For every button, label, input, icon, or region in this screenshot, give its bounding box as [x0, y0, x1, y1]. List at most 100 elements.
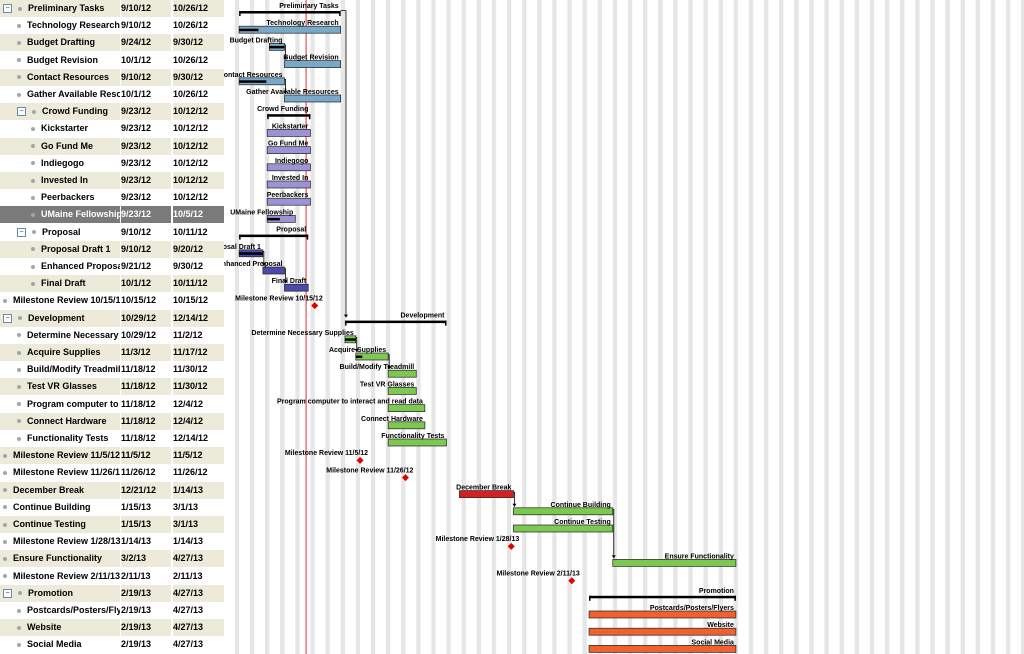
task-start-date[interactable]: 9/23/12	[121, 172, 171, 189]
task-name-cell[interactable]: −Crowd Funding	[0, 103, 120, 121]
task-start-date[interactable]: 10/29/12	[121, 326, 171, 344]
task-end-date[interactable]: 4/27/13	[173, 619, 224, 637]
task-bar[interactable]	[387, 387, 417, 395]
task-name-cell[interactable]: Website	[0, 619, 120, 637]
task-end-date[interactable]: 10/5/12	[173, 206, 224, 224]
task-start-date[interactable]: 10/1/12	[121, 86, 171, 103]
task-end-date[interactable]: 10/26/12	[173, 17, 224, 35]
task-start-date[interactable]: 3/2/13	[121, 550, 171, 568]
task-start-date[interactable]: 11/18/12	[121, 395, 171, 413]
task-start-date[interactable]: 9/23/12	[121, 189, 171, 207]
task-end-date[interactable]: 12/14/12	[173, 430, 224, 447]
task-bar[interactable]	[266, 197, 311, 206]
task-end-date[interactable]: 4/27/13	[173, 584, 224, 602]
task-name-cell[interactable]: Go Fund Me	[0, 137, 120, 155]
task-start-date[interactable]: 9/23/12	[121, 103, 171, 121]
summary-bar[interactable]	[344, 320, 447, 324]
task-start-date[interactable]: 11/18/12	[121, 412, 171, 430]
milestone-diamond-icon[interactable]	[507, 542, 515, 550]
task-end-date[interactable]: 3/1/13	[173, 516, 224, 533]
task-row[interactable]: Postcards/Posters/Flyers2/19/134/27/13	[0, 602, 224, 619]
task-bar[interactable]	[387, 369, 417, 378]
task-start-date[interactable]: 10/29/12	[121, 309, 171, 327]
task-end-date[interactable]: 11/5/12	[173, 447, 224, 465]
task-start-date[interactable]: 9/21/12	[121, 258, 171, 275]
task-bar[interactable]	[284, 60, 341, 68]
task-name-cell[interactable]: Continue Testing	[0, 516, 120, 533]
task-end-date[interactable]: 12/4/12	[173, 395, 224, 413]
milestone-diamond-icon[interactable]	[356, 456, 364, 464]
task-name-cell[interactable]: Determine Necessary Supplies	[0, 326, 120, 344]
task-end-date[interactable]: 4/27/13	[173, 550, 224, 568]
task-name-cell[interactable]: Kickstarter	[0, 120, 120, 138]
collapse-icon[interactable]: −	[3, 4, 12, 14]
summary-bar[interactable]	[239, 11, 341, 14]
task-start-date[interactable]: 12/21/12	[121, 481, 171, 499]
task-start-date[interactable]: 10/15/12	[121, 292, 171, 310]
task-end-date[interactable]: 10/11/12	[173, 223, 224, 241]
task-start-date[interactable]: 11/5/12	[121, 447, 171, 465]
task-name-cell[interactable]: Connect Hardware	[0, 412, 120, 430]
task-end-date[interactable]: 10/26/12	[173, 51, 224, 69]
task-bar[interactable]	[266, 129, 311, 137]
task-name-cell[interactable]: Build/Modify Treadmill	[0, 361, 120, 379]
task-end-date[interactable]: 10/12/12	[173, 154, 224, 172]
collapse-icon[interactable]: −	[3, 313, 12, 323]
task-end-date[interactable]: 12/14/12	[173, 309, 224, 327]
task-end-date[interactable]: 1/14/13	[173, 533, 224, 551]
task-name-cell[interactable]: Budget Drafting	[0, 34, 120, 52]
task-name-cell[interactable]: Milestone Review 1/28/13	[0, 533, 120, 551]
task-name-cell[interactable]: Test VR Glasses	[0, 378, 120, 396]
task-name-cell[interactable]: Final Draft	[0, 275, 120, 293]
task-name-cell[interactable]: −Development	[0, 309, 120, 327]
task-end-date[interactable]: 10/15/12	[173, 292, 224, 310]
task-start-date[interactable]: 2/19/13	[121, 636, 171, 654]
task-start-date[interactable]: 11/18/12	[121, 361, 171, 379]
task-name-cell[interactable]: December Break	[0, 481, 120, 499]
task-end-date[interactable]: 1/14/13	[173, 481, 224, 499]
task-start-date[interactable]: 11/3/12	[121, 344, 171, 361]
task-start-date[interactable]: 11/18/12	[121, 378, 171, 396]
task-bar[interactable]	[513, 507, 614, 516]
task-name-cell[interactable]: −Proposal	[0, 223, 120, 241]
task-end-date[interactable]: 10/12/12	[173, 189, 224, 207]
collapse-icon[interactable]: −	[17, 107, 26, 117]
task-bar[interactable]	[588, 610, 737, 619]
task-end-date[interactable]: 11/17/12	[173, 344, 224, 361]
task-start-date[interactable]: 1/14/13	[121, 533, 171, 551]
task-bar[interactable]	[612, 559, 737, 567]
task-start-date[interactable]: 11/18/12	[121, 430, 171, 447]
summary-bar[interactable]	[589, 595, 736, 599]
task-start-date[interactable]: 9/23/12	[121, 206, 171, 224]
task-start-date[interactable]: 11/26/12	[121, 464, 171, 482]
summary-bar[interactable]	[267, 114, 311, 117]
task-end-date[interactable]: 10/12/12	[173, 103, 224, 121]
task-name-cell[interactable]: Continue Building	[0, 498, 120, 516]
summary-bar[interactable]	[239, 234, 309, 238]
task-start-date[interactable]: 10/1/12	[121, 51, 171, 69]
milestone-diamond-icon[interactable]	[401, 474, 409, 482]
task-end-date[interactable]: 11/26/12	[173, 464, 224, 482]
task-row[interactable]: Program computer to interact and read da…	[0, 395, 224, 413]
task-name-cell[interactable]: Technology Research	[0, 17, 120, 35]
task-end-date[interactable]: 2/11/13	[173, 567, 224, 585]
task-name-cell[interactable]: Milestone Review 11/5/12	[0, 447, 120, 465]
milestone-diamond-icon[interactable]	[568, 577, 576, 585]
